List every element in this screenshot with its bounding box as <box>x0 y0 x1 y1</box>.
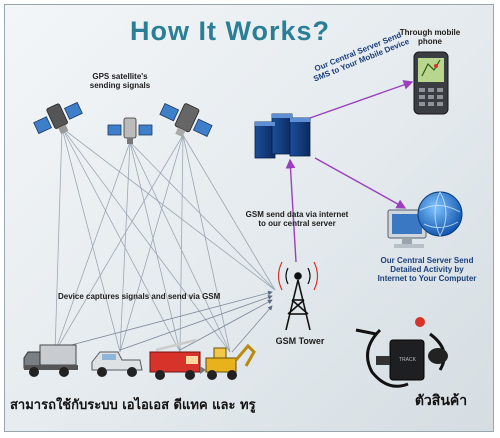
product-tracker-device <box>355 317 448 388</box>
vehicle-to-tower-lines <box>59 290 273 353</box>
satellite-icon <box>33 101 83 135</box>
backhoe-icon <box>200 343 256 380</box>
gps-satellites-label: GPS satellite's sending signals <box>89 72 151 91</box>
mobile-phone-icon <box>413 51 449 115</box>
diagram-title: How It Works? <box>129 16 330 46</box>
flow-arrows <box>285 80 414 263</box>
device-captures-label: Device captures signals and send via GSM <box>58 292 221 301</box>
computer-icon <box>387 191 463 248</box>
gsm-tower-label: GSM Tower <box>275 336 325 346</box>
satellite-signal-lines <box>54 127 276 353</box>
gsm-send-data-label: GSM send data via internet to our centra… <box>245 210 349 229</box>
satellite-icon <box>107 117 153 144</box>
detailed-activity-label: Our Central Server Send Detailed Activit… <box>377 256 477 284</box>
network-support-caption: สามารถใช้กับระบบ เอไอเอส ดีแทค และ ทรู <box>10 398 256 413</box>
truck-icon <box>23 344 78 377</box>
satellite-icon <box>159 103 213 138</box>
pickup-truck-icon <box>91 351 143 377</box>
server-icon <box>254 113 311 159</box>
fire-truck-icon <box>149 338 201 380</box>
through-mobile-label: Through mobile phone <box>399 28 461 47</box>
product-caption: ตัวสินค้า <box>414 393 468 409</box>
gsm-tower-icon <box>277 261 319 331</box>
device-brand-label: TRACK <box>399 357 417 363</box>
